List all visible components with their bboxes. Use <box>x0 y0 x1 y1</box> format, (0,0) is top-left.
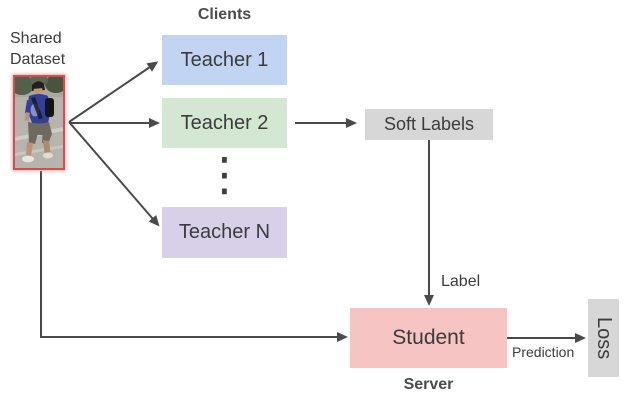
prediction-annotation: Prediction <box>512 344 575 360</box>
node-teacher-n: Teacher N <box>162 207 287 258</box>
node-teacher-1: Teacher 1 <box>162 35 287 85</box>
server-heading: Server <box>403 376 454 393</box>
node-student: Student <box>350 308 507 368</box>
node-soft-labels: Soft Labels <box>365 109 493 140</box>
node-loss: Loss <box>588 299 619 377</box>
node-teacher-2: Teacher 2 <box>162 98 287 148</box>
arrow-dataset-to-teacher1 <box>68 61 159 123</box>
clients-heading: Clients <box>197 6 252 23</box>
label-annotation: Label <box>441 273 481 290</box>
shared-dataset-label: Shared Dataset <box>10 30 66 68</box>
vertical-ellipsis: ⋮ <box>201 148 248 200</box>
pedestrian-photo <box>13 75 65 170</box>
arrow-dataset-to-teacherN <box>68 121 160 227</box>
pedestrian-photo-icon <box>15 77 63 168</box>
